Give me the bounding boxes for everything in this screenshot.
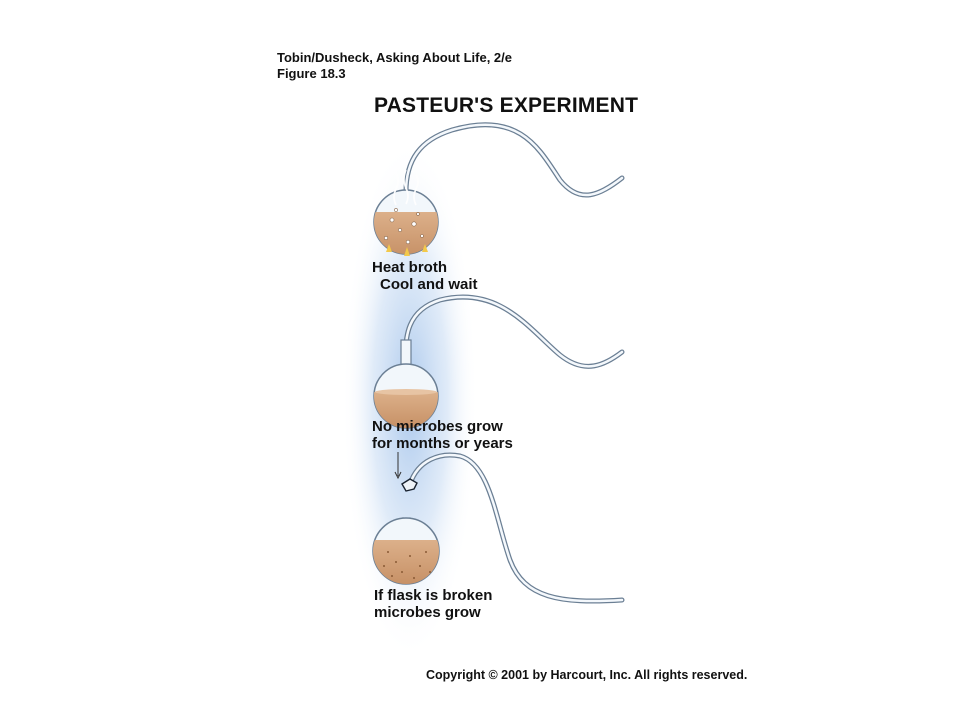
flask-heated <box>373 122 625 256</box>
stage-3-line-2: microbes grow <box>374 604 481 621</box>
stage-1-label: Heat broth Cool and wait <box>372 259 478 293</box>
stage-3-label: If flask is broken microbes grow <box>374 587 492 621</box>
copyright-notice: Copyright © 2001 by Harcourt, Inc. All r… <box>426 668 748 682</box>
stage-2-label: No microbes grow for months or years <box>372 418 513 452</box>
stage-1-line-2: Cool and wait <box>380 276 478 293</box>
broken-fragment <box>401 478 418 492</box>
diagram-title: PASTEUR'S EXPERIMENT <box>374 94 639 117</box>
figure-credit: Tobin/Dusheck, Asking About Life, 2/e Fi… <box>277 50 512 82</box>
flask-sterile <box>373 294 625 429</box>
stage-2-line-2: for months or years <box>372 435 513 452</box>
stage-3-line-1: If flask is broken <box>374 587 493 604</box>
stage-2-line-1: No microbes grow <box>372 418 503 435</box>
credit-figure-number: Figure 18.3 <box>277 66 346 81</box>
stage-1-line-1: Heat broth <box>372 259 447 276</box>
credit-book: Tobin/Dusheck, Asking About Life, 2/e <box>277 50 512 65</box>
